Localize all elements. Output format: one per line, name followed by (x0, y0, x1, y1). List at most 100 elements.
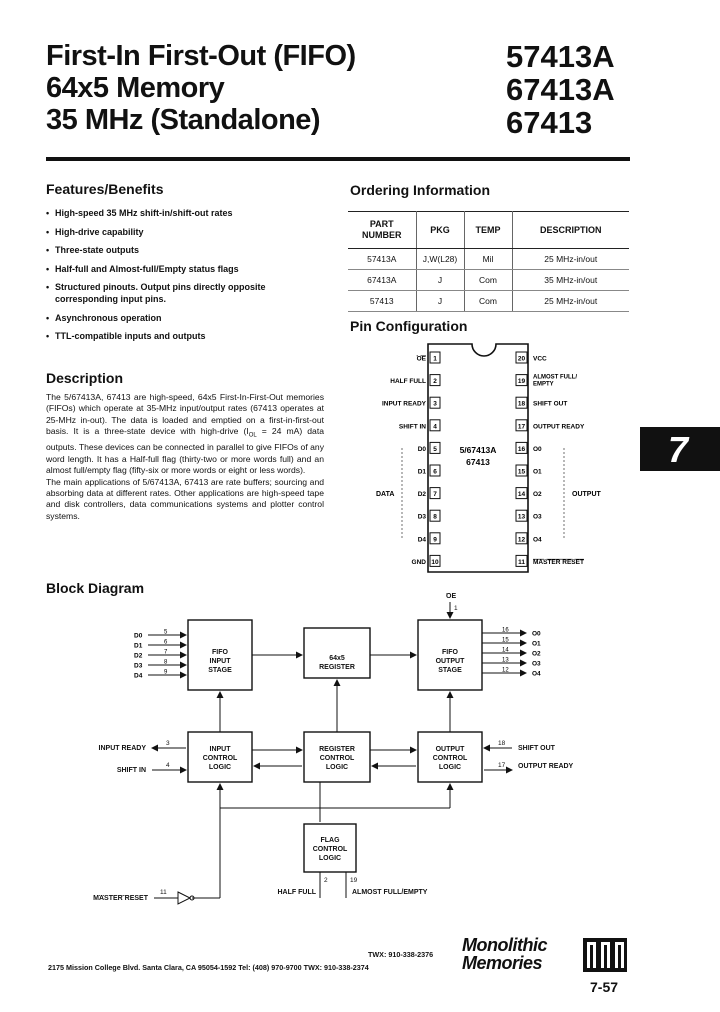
cell-pkg: J (416, 269, 465, 291)
pin-number: 20 (518, 356, 526, 363)
pin-name: ALMOST FULL/ (533, 375, 577, 381)
chip-body (427, 343, 529, 573)
register-control-label: CONTROL (320, 755, 355, 762)
feature-item: TTL-compatible inputs and outputs (46, 330, 346, 342)
pin-number: 8 (433, 514, 437, 521)
cell-desc: 25 MHz-in/out (512, 290, 629, 312)
col-part-number: PART NUMBER (348, 211, 417, 249)
data-output-pin-num: 16 (502, 628, 509, 634)
part-number-3: 67413 (506, 105, 593, 140)
ordering-heading: Ordering Information (350, 182, 490, 198)
data-input-label: D4 (134, 673, 143, 680)
register-control-label: LOGIC (326, 764, 348, 771)
cell-part: 67413A (348, 269, 417, 291)
input-ready-pin-num: 3 (166, 740, 170, 747)
feature-item: Asynchronous operation (46, 312, 346, 324)
cell-temp: Mil (464, 248, 513, 270)
pin-number: 2 (433, 378, 437, 385)
pin-box (515, 374, 528, 387)
data-output-pin-num: 15 (502, 638, 509, 644)
pin-number: 7 (433, 491, 437, 498)
cell-desc: 25 MHz-in/out (512, 248, 629, 270)
data-output-label: O4 (532, 671, 541, 678)
company-logo-text: Monolithic Memories (462, 936, 547, 972)
pin-box (515, 441, 528, 454)
features-heading: Features/Benefits (46, 181, 164, 197)
section-tab: 7 (640, 427, 720, 471)
block-diagram: FIFO INPUT STAGE 64x5 REGISTER FIFO OUTP… (93, 593, 574, 905)
pin-name: OUTPUT READY (533, 423, 585, 430)
cell-temp: Com (464, 269, 513, 291)
data-input-pin-num: 5 (164, 630, 168, 636)
shift-in-pin-num: 4 (166, 762, 170, 769)
pin-number: 17 (518, 423, 526, 430)
reset-buffer-bubble (189, 895, 195, 901)
pin-number: 15 (518, 469, 526, 476)
input-ready-label: INPUT READY (99, 745, 147, 752)
half-full-label: HALF FULL (278, 889, 317, 896)
feature-item: High-speed 35 MHz shift-in/shift-out rat… (46, 207, 346, 219)
chip-label-2: 67413 (466, 457, 490, 467)
pin-name: MASTER RESET (533, 559, 584, 566)
pin-box (429, 441, 441, 454)
data-input-label: D3 (134, 663, 143, 670)
pin-name: SHIFT IN (399, 423, 426, 430)
pin-name: O1 (533, 469, 542, 476)
cell-pkg: J (416, 290, 465, 312)
fifo-output-label: FIFO (442, 649, 458, 656)
cell-temp: Com (464, 290, 513, 312)
ordering-table: PART NUMBER PKG TEMP DESCRIPTION 57413A … (348, 211, 629, 312)
pin-box (429, 374, 441, 387)
footer-twx: TWX: 910-338-2376 (368, 950, 434, 959)
cell-part: 57413A (348, 248, 417, 270)
fifo-output-label: OUTPUT (436, 658, 466, 665)
register-control-label: REGISTER (319, 746, 355, 753)
data-input-label: D0 (134, 633, 143, 640)
logo-line: Memories (462, 953, 543, 973)
pin-box (429, 464, 441, 477)
data-label: DATA (376, 491, 394, 498)
fifo-output-label: STAGE (438, 667, 462, 674)
pin-box (515, 464, 528, 477)
almost-full-label: ALMOST FULL/EMPTY (352, 889, 428, 896)
pin-number: 10 (431, 559, 439, 566)
pin-number: 11 (518, 559, 525, 566)
cell-pkg: J,W(L28) (416, 248, 465, 270)
input-control-label: LOGIC (209, 764, 231, 771)
register-label: 64x5 (329, 655, 345, 662)
data-input-pin-num: 9 (164, 670, 168, 676)
footer-address: 2175 Mission College Blvd. Santa Clara, … (48, 963, 369, 972)
shift-in-label: SHIFT IN (117, 767, 146, 774)
title-line-3: 35 MHz (Standalone) (46, 104, 321, 136)
pin-number: 6 (433, 469, 437, 476)
fifo-input-label: FIFO (212, 649, 228, 656)
output-control-label: OUTPUT (436, 746, 466, 753)
ordering-header-row: PART NUMBER PKG TEMP DESCRIPTION (348, 211, 629, 249)
cell-part: 57413 (348, 290, 417, 312)
part-number-2: 67413A (506, 72, 615, 107)
pin-box (515, 509, 528, 522)
data-output-label: O0 (532, 631, 541, 638)
pin-number: 16 (518, 446, 526, 453)
feature-item: Structured pinouts. Output pins directly… (46, 281, 295, 305)
fifo-input-label: INPUT (210, 658, 232, 665)
output-control-label: CONTROL (433, 755, 468, 762)
output-label: OUTPUT (572, 491, 602, 498)
oe-pin-num: 1 (454, 605, 458, 612)
col-description: DESCRIPTION (512, 211, 629, 249)
input-control-label: CONTROL (203, 755, 238, 762)
pin-box (515, 554, 528, 567)
title-line-1: First-In First-Out (FIFO) (46, 40, 356, 72)
pin-name: HALF FULL (390, 378, 426, 385)
pin-name: OE (417, 356, 427, 363)
register-box (303, 627, 371, 679)
page-number: 7-57 (590, 979, 619, 995)
pin-box (429, 351, 441, 364)
pin-name: D1 (418, 469, 427, 476)
pin-number: 19 (518, 378, 526, 385)
